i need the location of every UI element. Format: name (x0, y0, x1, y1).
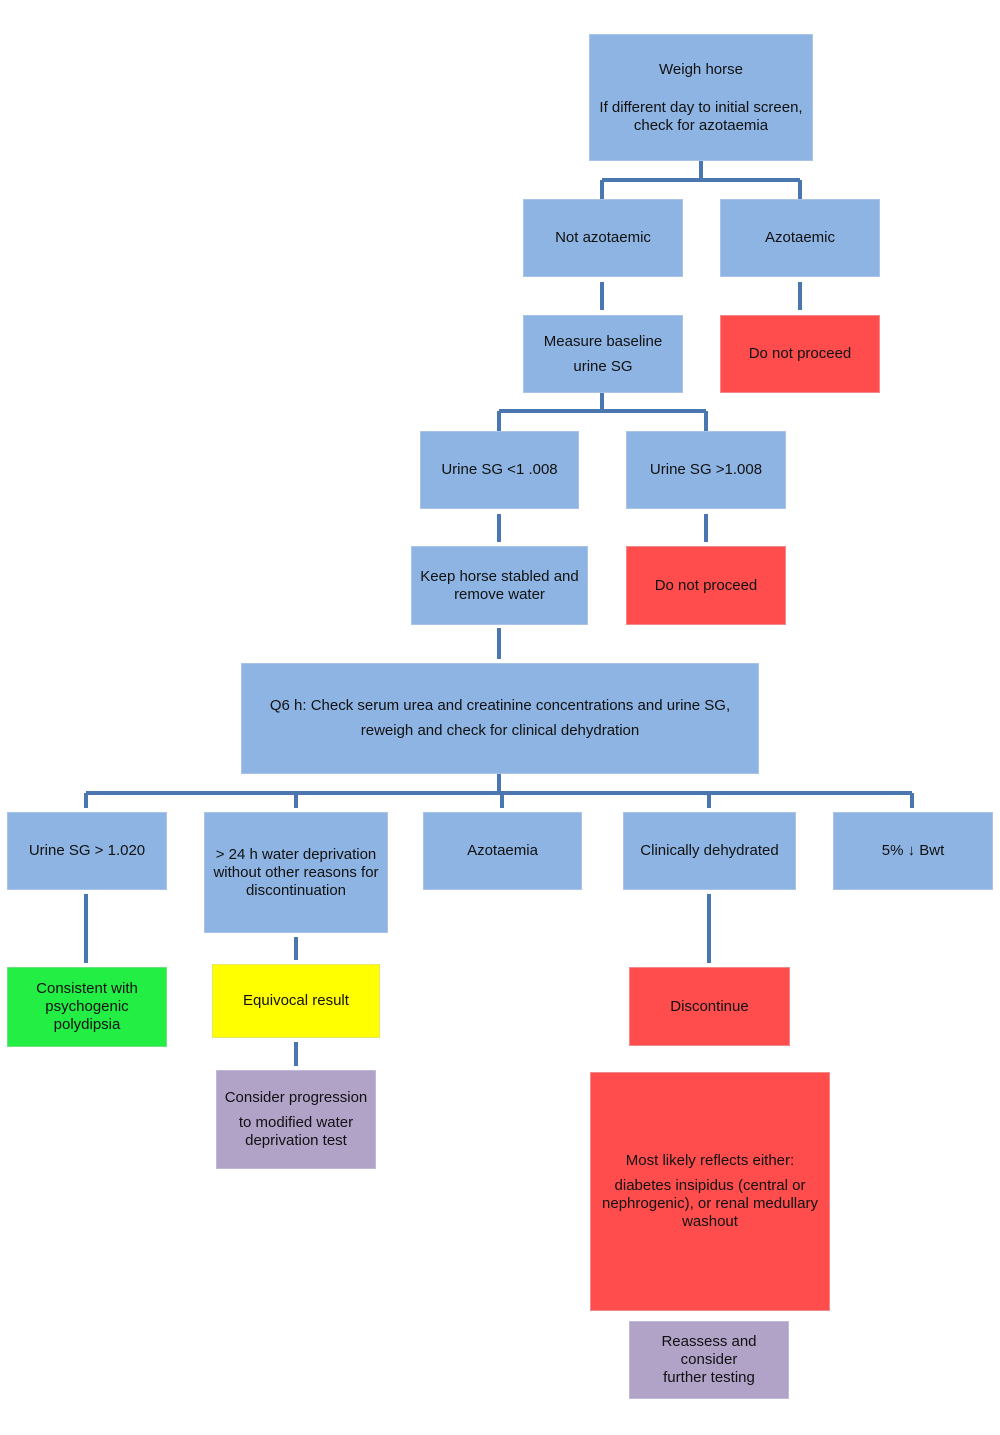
psychogenic-box: Consistent with psychogenic polydipsia (7, 967, 167, 1047)
connector-measure-split (497, 392, 708, 431)
water-deprivation-line2: without other reasons for (213, 863, 379, 881)
equivocal-label: Equivocal result (243, 992, 349, 1009)
discontinue-label: Discontinue (670, 997, 749, 1015)
keep-stabled-box: Keep horse stabled and remove water (411, 546, 588, 625)
weigh-horse-title: Weigh horse (659, 60, 743, 78)
urine-sg-1020-label: Urine SG > 1.020 (28, 842, 146, 859)
most-likely-line4: washout (682, 1213, 738, 1230)
urine-sg-low-label: Urine SG <1 .008 (441, 461, 558, 478)
do-not-proceed-box-2: Do not proceed (626, 546, 786, 625)
azotaemia-box: Azotaemia (423, 812, 582, 890)
weigh-horse-box: Weigh horse If different day to initial … (589, 34, 813, 161)
connector-q6h-split (84, 773, 914, 808)
measure-baseline-line1: Measure baseline (543, 332, 663, 350)
reassess-line2: further testing (663, 1369, 755, 1386)
keep-stabled-line1: Keep horse stabled and (420, 567, 579, 585)
psychogenic-line1: Consistent with (36, 980, 138, 997)
urine-sg-low-box: Urine SG <1 .008 (420, 431, 579, 509)
most-likely-box: Most likely reflects either: diabetes in… (590, 1072, 830, 1311)
consider-progression-line2: to modified water (238, 1114, 354, 1131)
azotaemic-box: Azotaemic (720, 199, 880, 277)
urine-sg-high-label: Urine SG >1.008 (649, 461, 763, 478)
urine-sg-1020-box: Urine SG > 1.020 (7, 812, 167, 890)
consider-progression-line3: deprivation test (245, 1132, 347, 1149)
most-likely-line3: nephrogenic), or renal medullary (602, 1195, 818, 1212)
do-not-proceed-label-1: Do not proceed (748, 345, 852, 362)
q6h-check-line2: reweigh and check for clinical dehydrati… (360, 722, 640, 739)
consider-progression-box: Consider progression to modified water d… (216, 1070, 376, 1169)
connector-weigh-split (600, 160, 802, 200)
most-likely-line1: Most likely reflects either: (625, 1152, 795, 1169)
equivocal-box: Equivocal result (212, 964, 380, 1038)
reassess-line1: Reassess and consider (661, 1333, 757, 1368)
bwt-loss-label: 5% ↓ Bwt (881, 842, 945, 859)
measure-baseline-box: Measure baseline urine SG (523, 315, 683, 393)
clinically-dehydrated-label: Clinically dehydrated (640, 842, 779, 859)
discontinue-box: Discontinue (629, 967, 790, 1046)
urine-sg-high-box: Urine SG >1.008 (626, 431, 786, 509)
azotaemic-label: Azotaemic (764, 229, 836, 246)
weigh-horse-note-2: check for azotaemia (633, 116, 769, 134)
clinically-dehydrated-box: Clinically dehydrated (623, 812, 796, 890)
q6h-check-box: Q6 h: Check serum urea and creatinine co… (241, 663, 759, 774)
consider-progression-line1: Consider progression (224, 1089, 368, 1106)
weigh-horse-note: If different day to initial screen, (599, 98, 803, 116)
psychogenic-line2: psychogenic polydipsia (45, 998, 129, 1033)
water-deprivation-line1: > 24 h water deprivation (215, 845, 377, 863)
do-not-proceed-box-1: Do not proceed (720, 315, 880, 393)
not-azotaemic-label: Not azotaemic (555, 229, 651, 246)
water-deprivation-box: > 24 h water deprivation without other r… (204, 812, 388, 933)
do-not-proceed-label-2: Do not proceed (654, 576, 758, 594)
bwt-loss-box: 5% ↓ Bwt (833, 812, 993, 890)
azotaemia-label: Azotaemia (467, 842, 538, 859)
measure-baseline-line2: urine SG (573, 357, 633, 375)
not-azotaemic-box: Not azotaemic (523, 199, 683, 277)
q6h-check-line1: Q6 h: Check serum urea and creatinine co… (269, 697, 731, 714)
reassess-box: Reassess and consider further testing (629, 1321, 789, 1399)
most-likely-line2: diabetes insipidus (central or (614, 1177, 806, 1194)
keep-stabled-line2: remove water (454, 585, 545, 603)
water-deprivation-line3: discontinuation (245, 881, 347, 899)
